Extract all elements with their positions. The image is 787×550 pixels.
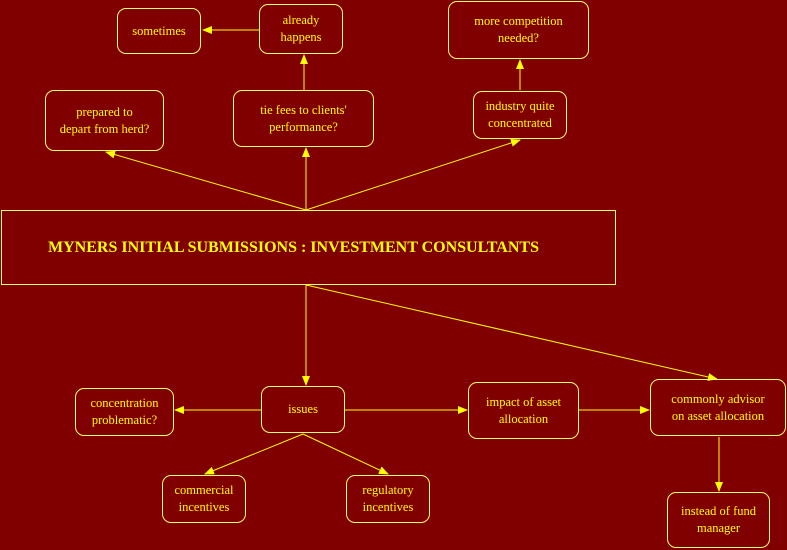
node-commercial-incentives: commercial incentives — [162, 475, 246, 523]
arrow-main-to-prepared — [105, 150, 307, 211]
arrow-issues-to-commercial — [204, 433, 304, 475]
node-concentration-problematic: concentration problematic? — [75, 388, 174, 436]
node-impact-asset-allocation: impact of asset allocation — [468, 382, 579, 439]
node-instead-of-fund-manager: instead of fund manager — [667, 492, 770, 548]
node-sometimes: sometimes — [117, 8, 201, 54]
arrow-issues-to-regulatory — [302, 433, 389, 475]
node-prepared-to-depart: prepared to depart from herd? — [45, 90, 164, 151]
node-industry-concentrated: industry quite concentrated — [473, 91, 567, 139]
node-tie-fees: tie fees to clients' performance? — [233, 90, 374, 147]
node-more-competition: more competition needed? — [448, 1, 589, 59]
arrow-main-to-commonly — [305, 284, 718, 381]
node-regulatory-incentives: regulatory incentives — [346, 475, 430, 523]
node-issues: issues — [261, 386, 345, 433]
node-already-happens: already happens — [259, 4, 343, 54]
arrow-main-to-industry — [305, 138, 521, 211]
central-topic: MYNERS INITIAL SUBMISSIONS : INVESTMENT … — [1, 210, 616, 285]
node-commonly-advisor: commonly advisor on asset allocation — [650, 379, 786, 436]
